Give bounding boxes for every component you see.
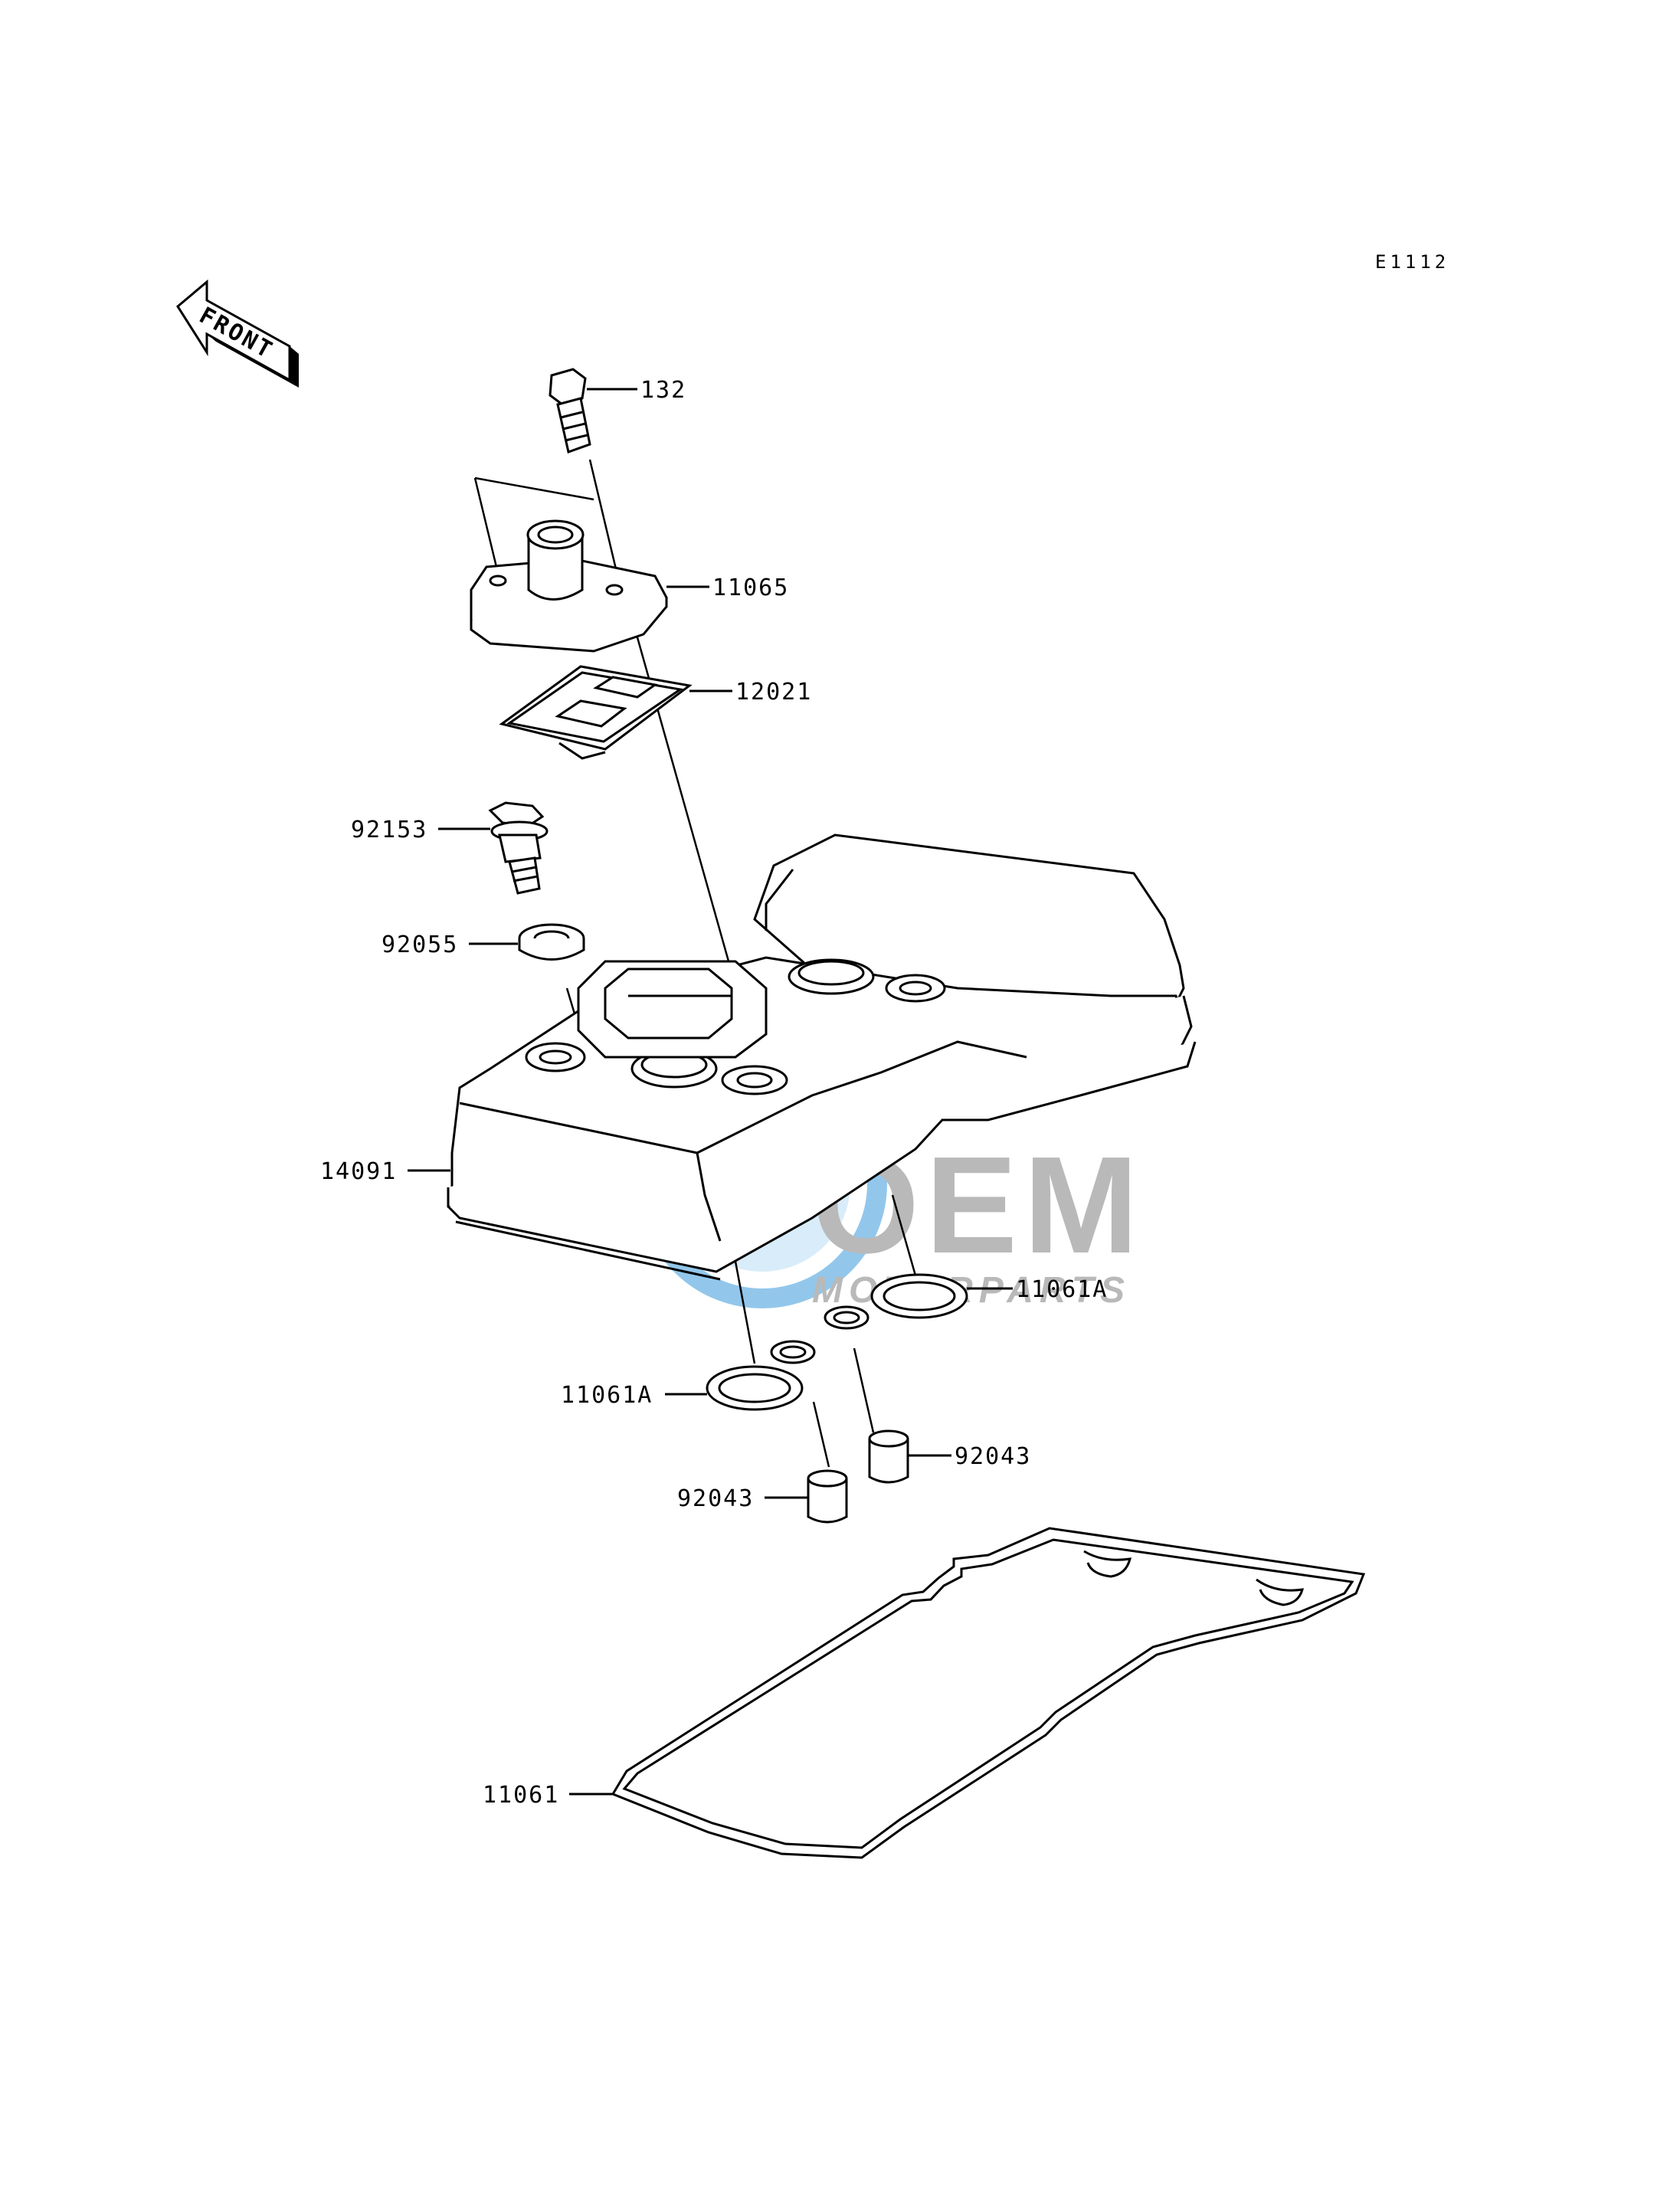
label-92055: 92055 [382,932,458,958]
label-12021: 12021 [735,679,812,706]
stud-bolt-92153[interactable]: 92153 [351,801,549,895]
label-92043-right: 92043 [955,1443,1031,1470]
bolt-132[interactable]: 132 [549,368,686,453]
label-11061: 11061 [483,1782,559,1809]
dowel-pin-92043-right[interactable]: 92043 [868,1429,1031,1484]
label-11061A-left: 11061A [561,1382,653,1409]
label-132: 132 [640,377,686,404]
watermark-sub: MOTORPARTS [812,1270,1131,1311]
plug-gasket-11061A-right[interactable]: 11061A [824,1273,1108,1330]
dowel-pin-92043-left[interactable]: 92043 [677,1469,848,1524]
label-92153: 92153 [351,817,427,843]
label-14091: 14091 [320,1158,397,1185]
front-arrow-icon: FRONT [176,279,299,388]
plug-gasket-11061A-left[interactable]: 11061A [561,1340,816,1411]
label-11065: 11065 [712,575,789,601]
label-11061A-right: 11061A [1016,1276,1108,1303]
head-cover-gasket-11061[interactable]: 11061 [483,1527,1366,1859]
breather-cover-11065[interactable]: 11065 [470,519,789,653]
cylinder-head-cover-14091[interactable]: 14091 [320,833,1197,1281]
washer-92055[interactable]: 92055 [382,923,585,961]
label-92043-left: 92043 [677,1485,754,1512]
gasket-12021[interactable]: 12021 [499,665,812,760]
diagram-code: E1112 [1375,251,1449,273]
